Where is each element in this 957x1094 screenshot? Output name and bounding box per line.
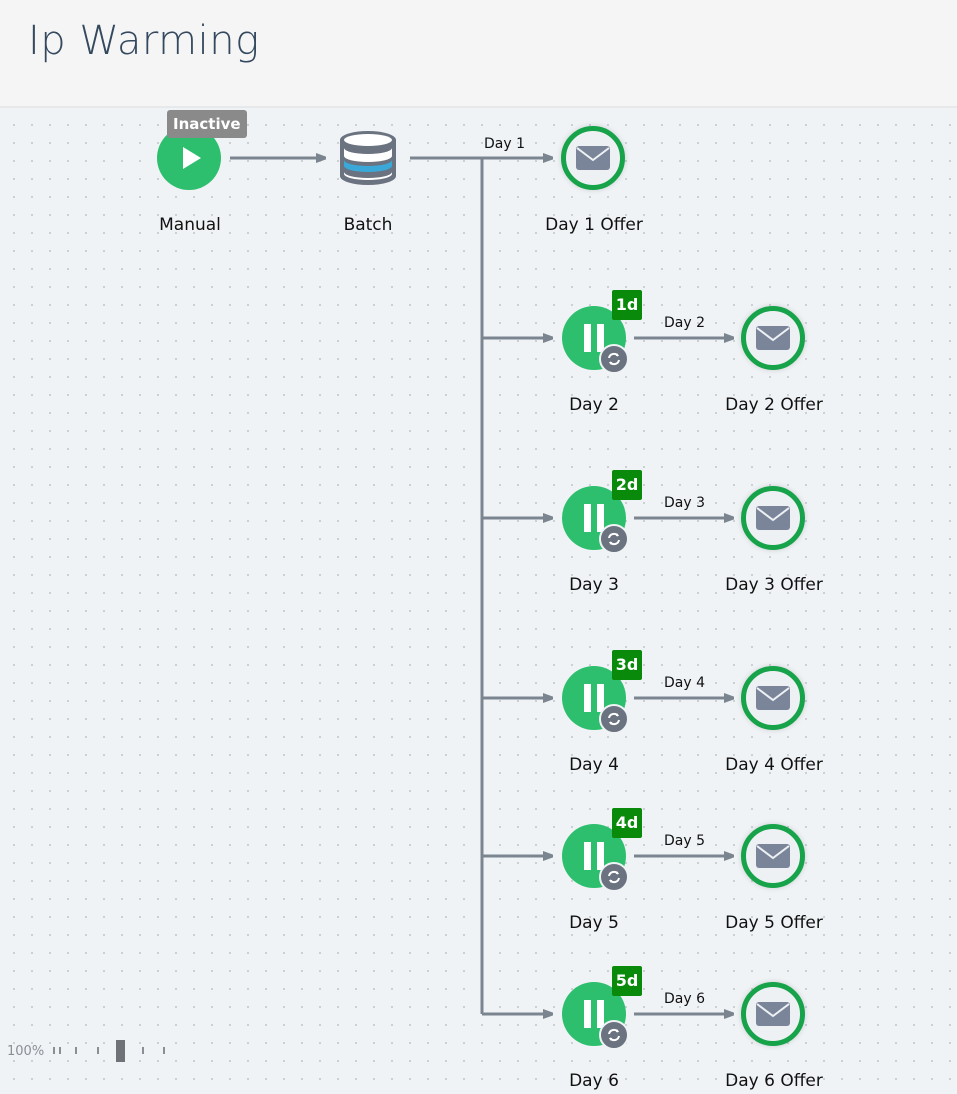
edge-label: Day 6	[664, 991, 706, 1007]
batch-label: Batch	[343, 215, 393, 235]
zoom-tick[interactable]	[142, 1047, 144, 1054]
offer-email-node[interactable]	[741, 306, 805, 370]
pause-icon	[584, 504, 604, 532]
batch-node[interactable]	[336, 126, 400, 190]
offer-label: Day 6 Offer	[725, 1071, 823, 1091]
zoom-tick[interactable]	[75, 1047, 77, 1054]
status-tooltip: Inactive	[167, 110, 247, 138]
envelope-icon	[756, 686, 790, 710]
delay-badge: 1d	[612, 290, 642, 320]
zoom-slider-handle[interactable]	[116, 1040, 125, 1062]
edge-label-day1: Day 1	[484, 136, 526, 152]
offer-email-node[interactable]	[741, 982, 805, 1046]
offer-label: Day 3 Offer	[725, 575, 823, 595]
delay-badge: 3d	[612, 650, 642, 680]
edge-label: Day 3	[664, 495, 706, 511]
play-icon	[183, 147, 201, 169]
recurring-icon	[599, 344, 629, 374]
zoom-tick[interactable]	[163, 1047, 165, 1054]
offer-label: Day 5 Offer	[725, 913, 823, 933]
envelope-icon	[756, 506, 790, 530]
offer-label: Day 2 Offer	[725, 395, 823, 415]
delay-badge: 5d	[612, 966, 642, 996]
recurring-icon	[599, 704, 629, 734]
zoom-tick[interactable]	[97, 1047, 99, 1054]
database-icon	[340, 131, 396, 185]
wait-label: Day 4	[569, 755, 619, 775]
pause-icon	[584, 684, 604, 712]
zoom-level: 100%	[7, 1044, 45, 1059]
wait-label: Day 5	[569, 913, 619, 933]
day1-offer-node[interactable]	[561, 126, 625, 190]
envelope-icon	[756, 326, 790, 350]
delay-badge: 4d	[612, 808, 642, 838]
offer-email-node[interactable]	[741, 486, 805, 550]
recurring-icon	[599, 1020, 629, 1050]
zoom-tick[interactable]	[59, 1047, 61, 1054]
offer-label: Day 4 Offer	[725, 755, 823, 775]
envelope-icon	[576, 146, 610, 170]
pause-icon	[584, 1000, 604, 1028]
offer-email-node[interactable]	[741, 824, 805, 888]
edge-label: Day 2	[664, 315, 706, 331]
edge-label: Day 5	[664, 833, 706, 849]
wait-label: Day 3	[569, 575, 619, 595]
manual-label: Manual	[159, 215, 221, 235]
pause-icon	[584, 324, 604, 352]
edge-label: Day 4	[664, 675, 706, 691]
day1-offer-label: Day 1 Offer	[545, 215, 643, 235]
envelope-icon	[756, 1002, 790, 1026]
page-header: Ip Warming	[0, 0, 957, 108]
offer-email-node[interactable]	[741, 666, 805, 730]
zoom-tick[interactable]	[53, 1047, 55, 1054]
delay-badge: 2d	[612, 470, 642, 500]
page-title: Ip Warming	[28, 18, 260, 64]
workflow-canvas[interactable]	[0, 108, 957, 1094]
wait-label: Day 6	[569, 1071, 619, 1091]
wait-label: Day 2	[569, 395, 619, 415]
recurring-icon	[599, 862, 629, 892]
recurring-icon	[599, 524, 629, 554]
envelope-icon	[756, 844, 790, 868]
pause-icon	[584, 842, 604, 870]
